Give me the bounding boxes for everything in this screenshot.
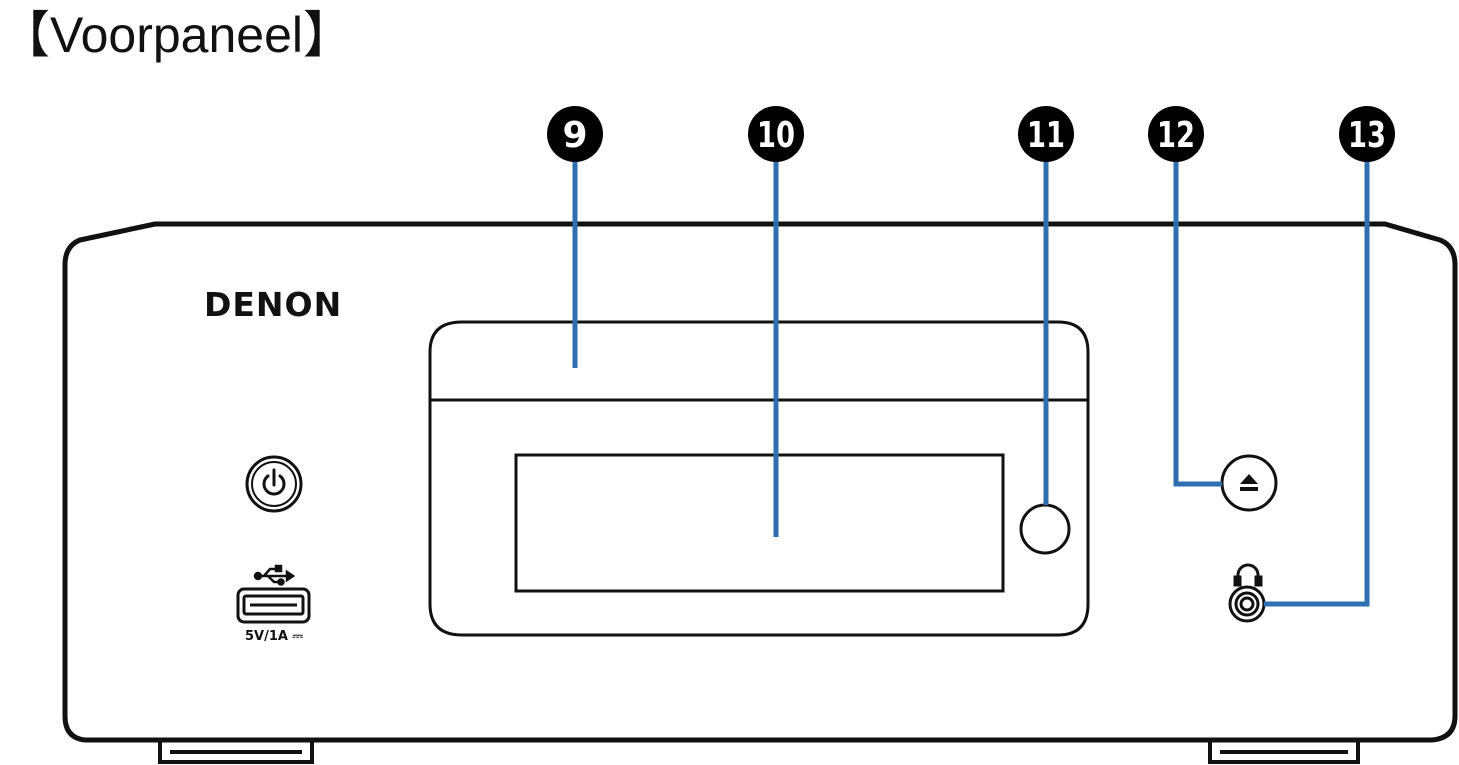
- remote-sensor: [1019, 503, 1071, 555]
- svg-text:11: 11: [1027, 115, 1065, 156]
- usb-icon: [253, 564, 296, 586]
- usb-rating-label: 5V/1A ⎓: [245, 629, 303, 644]
- leader-line-12: [1173, 156, 1222, 487]
- left-foot: [158, 740, 314, 764]
- usb-port[interactable]: [236, 587, 311, 624]
- callout-12: 12: [1148, 106, 1204, 162]
- display-window: [514, 453, 1005, 593]
- leader-line-13: [1264, 156, 1370, 607]
- headphones-icon: [1233, 563, 1263, 587]
- right-foot: [1208, 740, 1360, 764]
- callout-9: 9: [547, 106, 603, 162]
- svg-text:13: 13: [1348, 115, 1386, 156]
- eject-icon: [1240, 474, 1258, 491]
- brand-logo: DENON: [204, 285, 342, 324]
- page-title: 【Voorpaneel】: [0, 7, 354, 63]
- svg-text:10: 10: [757, 115, 795, 156]
- headphone-jack[interactable]: [1228, 585, 1266, 623]
- callout-10: 10: [748, 106, 804, 162]
- power-button[interactable]: [245, 455, 303, 513]
- power-icon: [262, 468, 286, 496]
- disc-slot-panel: [428, 320, 1090, 637]
- eject-button[interactable]: [1220, 454, 1278, 512]
- callout-13: 13: [1339, 106, 1395, 162]
- svg-text:9: 9: [562, 115, 587, 156]
- device-body: [62, 221, 1458, 743]
- svg-text:12: 12: [1157, 115, 1195, 156]
- callout-11: 11: [1018, 106, 1074, 162]
